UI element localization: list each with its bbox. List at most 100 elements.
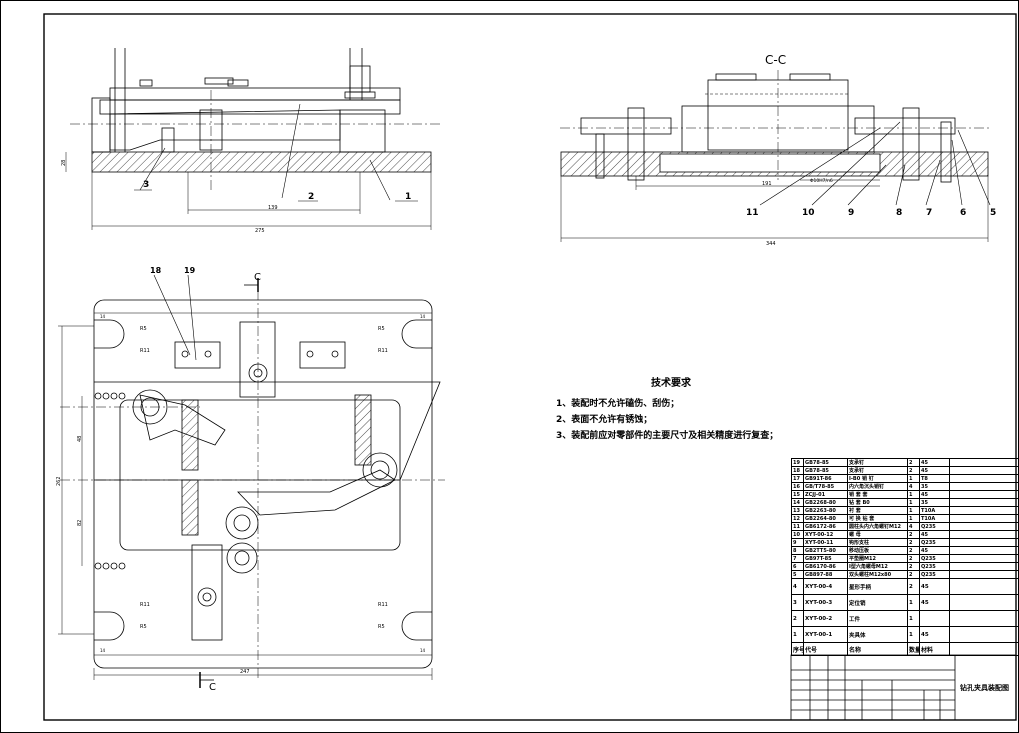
bom-cell-qty: 4 — [907, 522, 920, 531]
section-label: C-C — [765, 53, 786, 67]
bom-cell-no: 7 — [791, 554, 804, 563]
base-plate — [91, 151, 432, 173]
bom-cell-name: 衬 套 — [847, 506, 908, 515]
bom-cell-mat: 45 — [919, 458, 950, 467]
plan-dim-82: 82 — [77, 520, 83, 526]
bom-cell-note — [949, 498, 1019, 507]
bom-cell-qty: 1 — [907, 594, 920, 611]
bom-cell-name: 钻 套 B0 — [847, 498, 908, 507]
plan-dim-r5-br: R5 — [378, 624, 385, 630]
bom-cell-mat: 45 — [919, 530, 950, 539]
tech-requirements: 技术要求 1、装配时不允许磕伤、刮伤； 2、表面不允许有锈蚀； 3、装配前应对零… — [556, 376, 796, 444]
bom-cell-note — [949, 570, 1019, 579]
front-dim-139: 139 — [268, 205, 278, 211]
bom-cell-no: 2 — [791, 610, 804, 627]
bom-cell-qty: 1 — [907, 514, 920, 523]
bom-cell-name: 平垫圈M12 — [847, 554, 908, 563]
bom-cell-note — [949, 578, 1019, 595]
bom-cell-note — [949, 610, 1019, 627]
bom-cell-mat: Q235 — [919, 522, 950, 531]
bom-cell-no: 5 — [791, 570, 804, 579]
bom-cell-mat: Q235 — [919, 570, 950, 579]
bom-cell-mat: 45 — [919, 490, 950, 499]
bom-cell-code: XYT-00-2 — [803, 610, 848, 627]
bom-cell-qty: 2 — [907, 458, 920, 467]
plan-dim-14-bl: 14 — [100, 648, 106, 653]
bom-cell-name: 双头螺柱M12x80 — [847, 570, 908, 579]
bom-cell-mat: 45 — [919, 626, 950, 643]
bom-cell-name: 移动压板 — [847, 546, 908, 555]
section-callout-8: 8 — [896, 208, 902, 218]
bom-cell-mat: T10A — [919, 514, 950, 523]
bom-cell-qty: 1 — [907, 498, 920, 507]
section-callout-5: 5 — [990, 208, 996, 218]
bom-cell-note — [949, 474, 1019, 483]
bom-cell-no: 14 — [791, 498, 804, 507]
bom-cell-name: 夹具体 — [847, 626, 908, 643]
bom-cell-code: GB2263-80 — [803, 506, 848, 515]
bom-cell-code: GB897-88 — [803, 570, 848, 579]
bom-cell-no: 19 — [791, 458, 804, 467]
bom-cell-qty: 2 — [907, 538, 920, 547]
section-view — [560, 70, 991, 242]
bom-cell-qty: 1 — [907, 626, 920, 643]
bom-cell-qty: 1 — [907, 474, 920, 483]
front-callout-1: 1 — [405, 192, 411, 202]
bom-cell-qty: 1 — [907, 610, 920, 627]
bom-cell-mat: 35 — [919, 498, 950, 507]
bom-cell-mat: 45 — [919, 466, 950, 475]
plan-dim-r5-tr: R5 — [378, 326, 385, 332]
bom-cell-code: ZCJJ-01 — [803, 490, 848, 499]
front-dim-28: 28 — [61, 160, 67, 166]
section-dim-191: 191 — [762, 181, 772, 187]
plan-dim-r11-bl: R11 — [140, 602, 150, 608]
bom-cell-qty: 1 — [907, 506, 920, 515]
bom-cell-note — [949, 538, 1019, 547]
bom-cell-no: 10 — [791, 530, 804, 539]
section-callout-10: 10 — [802, 208, 815, 218]
front-callout-3: 3 — [143, 180, 149, 190]
plan-dim-r11-tl: R11 — [140, 348, 150, 354]
section-callout-11: 11 — [746, 208, 759, 218]
bom-cell-no: 13 — [791, 506, 804, 515]
bom-cell-name: 支承钉 — [847, 458, 908, 467]
tech-requirements-title: 技术要求 — [651, 378, 691, 389]
front-view — [65, 48, 440, 230]
plan-dim-r11-br: R11 — [378, 602, 388, 608]
bom-cell-no: 1 — [791, 626, 804, 643]
bom-cell-code: GB2268-80 — [803, 498, 848, 507]
bom-cell-qty: 2 — [907, 562, 920, 571]
bom-cell-no: 6 — [791, 562, 804, 571]
bom-cell-code: GB2TT5-80 — [803, 546, 848, 555]
bom-cell-no: 11 — [791, 522, 804, 531]
inner-border — [43, 13, 1017, 721]
plan-dim-14-tr: 14 — [420, 314, 426, 319]
bom-cell-note — [949, 466, 1019, 475]
plan-callout-19: 19 — [184, 266, 196, 275]
plan-callout-18: 18 — [150, 266, 162, 275]
bom-cell-code: GB78-85 — [803, 466, 848, 475]
bom-cell-name: 工件 — [847, 610, 908, 627]
bom-cell-code: XYT-00-12 — [803, 530, 848, 539]
bom-cell-no: 16 — [791, 482, 804, 491]
bom-cell-note — [949, 490, 1019, 499]
title-block — [790, 654, 1017, 721]
bom-cell-note — [949, 562, 1019, 571]
bom-cell-mat: T10A — [919, 506, 950, 515]
plan-dim-262: 262 — [56, 476, 62, 486]
plan-dim-247: 247 — [240, 669, 250, 675]
drawing-name: 钻孔夹具装配图 — [960, 683, 1009, 692]
plan-dim-14-br: 14 — [420, 648, 426, 653]
plan-dim-48: 48 — [77, 436, 83, 442]
